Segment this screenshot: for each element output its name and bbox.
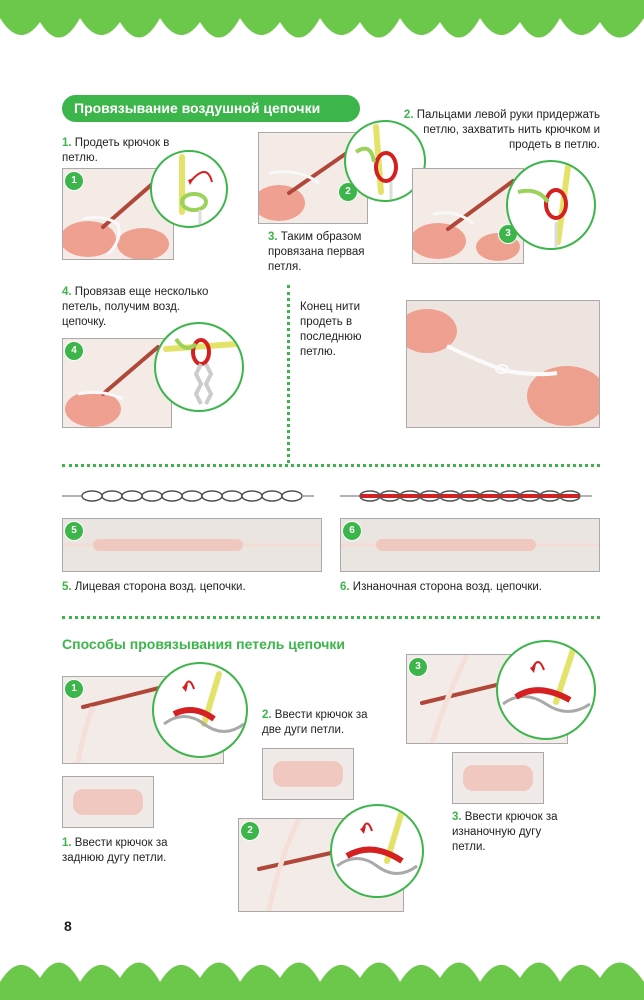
method2-swatch	[262, 748, 354, 800]
top-lace-border	[0, 0, 644, 38]
stitch-diagram-icon	[502, 647, 591, 713]
method2-caption: 2. Ввести крючок за две дуги петли.	[262, 709, 368, 736]
vertical-divider	[287, 285, 290, 463]
section-title-bar: Провязывание воздушной цепочки	[62, 95, 360, 122]
step6-badge: 6	[342, 521, 362, 541]
bottom-lace-border	[0, 962, 644, 1000]
chain-back-diagram	[340, 490, 592, 502]
step5-caption: 5. Лицевая сторона возд. цепочки.	[62, 581, 246, 593]
method1-swatch	[62, 776, 154, 828]
method3-swatch	[452, 752, 544, 804]
step3-detail-circle	[506, 160, 596, 250]
page-number: 8	[64, 918, 72, 934]
method1-detail-circle	[152, 662, 248, 758]
loop-diagram-icon	[354, 124, 398, 200]
method3-badge: 3	[408, 657, 428, 677]
step5-photo	[62, 518, 322, 572]
step4-detail-circle	[154, 322, 244, 412]
separator-line-1	[62, 464, 600, 467]
step1-badge: 1	[64, 171, 84, 191]
method1-caption: 1. Ввести крючок за заднюю дугу петли.	[62, 837, 168, 864]
chain-diagram-icon	[163, 337, 239, 405]
hand-thread-illustration	[407, 301, 599, 427]
step4-caption: 4. Провязав еще несколько петель, получи…	[62, 286, 209, 328]
stitch-diagram-icon	[163, 671, 245, 733]
section2-title: Способы провязывания петель цепочки	[62, 636, 346, 652]
swatch-illustration	[453, 753, 543, 803]
step4-badge: 4	[64, 341, 84, 361]
step2-detail-circle	[344, 120, 426, 202]
step4-photo	[62, 338, 172, 428]
step3-photo	[412, 168, 524, 264]
method2-badge: 2	[240, 821, 260, 841]
stitch-diagram-icon	[336, 808, 418, 875]
step1-caption: 1. Продеть крючок в петлю.	[62, 137, 170, 164]
chain-front-photo	[63, 519, 321, 571]
method2-detail-circle	[330, 804, 424, 898]
step6-caption: 6. Изнаночная сторона возд. цепочки.	[340, 581, 542, 593]
loop-diagram-icon	[517, 164, 571, 248]
end-thread-photo	[406, 300, 600, 428]
method3-detail-circle	[496, 640, 596, 740]
method3-caption: 3. Ввести крючок за изнаночную дугу петл…	[452, 811, 558, 853]
method1-badge: 1	[64, 679, 84, 699]
separator-line-2	[62, 616, 600, 619]
step6-photo	[340, 518, 600, 572]
swatch-illustration	[63, 777, 153, 827]
section-title: Провязывание воздушной цепочки	[74, 100, 321, 116]
swatch-illustration	[263, 749, 353, 799]
step1-detail-circle	[150, 150, 228, 228]
loop-diagram-icon	[179, 154, 213, 226]
step3-caption: 3. Таким образом провязана первая петля.	[268, 231, 365, 273]
step5-badge: 5	[64, 521, 84, 541]
end-thread-caption: Конец нити продеть в последнюю петлю.	[300, 301, 362, 358]
chain-back-photo	[341, 519, 599, 571]
hand-hook-illustration	[413, 169, 523, 263]
chain-front-diagram	[62, 490, 314, 502]
step2-caption: 2. Пальцами левой руки придержать петлю,…	[403, 109, 600, 151]
